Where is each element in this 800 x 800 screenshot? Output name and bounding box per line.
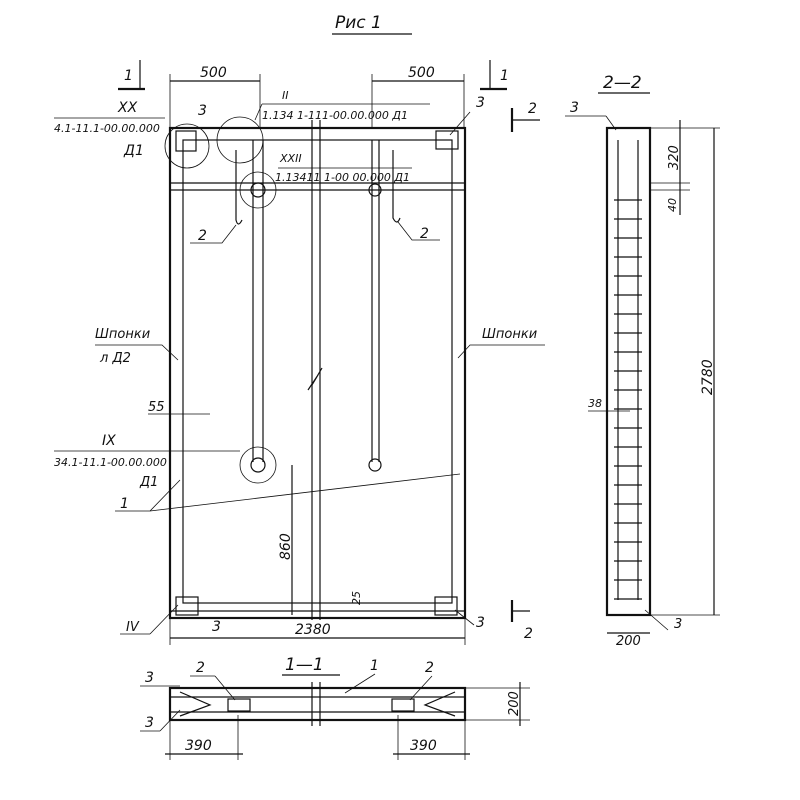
dim-390-right: 390 [410,738,437,754]
pos-3-s11-bottom: 3 [145,715,154,731]
keys-label-left: Шпонки [95,327,150,342]
leader [344,673,376,694]
callout-circle-xx [164,123,210,169]
panel-inner-frame [182,139,453,604]
leader [149,604,179,635]
callout-ii-numeral: II [282,89,289,102]
keys-label-right: Шпонки [482,327,537,342]
pos-3-top-left: 3 [198,103,207,119]
section-label-1-left: 1 [124,68,133,84]
dim-2780: 2780 [700,359,716,395]
right-loop-eye [368,458,382,472]
dim-200-s11: 200 [507,691,522,716]
callout-ix-ref: 34.1-11.1-00.00.000 [54,456,167,469]
right-loop-top [368,183,382,197]
section-label-2-top: 2 [528,101,537,117]
panel-outline [168,126,467,620]
right-hook [392,150,401,223]
dim-38: 38 [588,397,602,410]
leader [190,224,237,244]
break-mark [307,367,323,391]
callout-ii-ref: 1.134 1-111-00.00.000 Д1 [262,109,408,122]
pos-2-s11-right: 2 [425,660,434,676]
dim-200-section: 200 [616,634,641,649]
pos-1: 1 [120,496,129,512]
dim-500-right: 500 [408,65,435,81]
leader [409,675,433,701]
loop-detail-right [391,698,415,712]
callout-iv-numeral: IV [126,620,140,635]
pos-3-section-top: 3 [570,100,579,116]
stirrups [614,199,642,600]
section-2-2-title: 2—2 [603,73,642,93]
dim-500-left: 500 [200,65,227,81]
section-label-2-bottom: 2 [524,626,533,642]
corner-detail-tr [435,130,459,150]
callout-ix-sheet: Д1 [139,475,158,490]
corner-detail-tl [175,130,197,152]
main-panel-view: 1 1 2 2 500 500 XX 4.1-11.1-00.00.000 Д1… [54,60,545,645]
keys-label-left-sub: л Д2 [99,351,131,366]
pos-2-right: 2 [420,226,429,242]
pos-3-top-right: 3 [476,95,485,111]
leader [95,344,179,361]
section-2-2-view: 2—2 3 320 40 2780 38 200 3 [565,73,720,649]
leader [115,473,461,512]
dim-55: 55 [148,400,165,415]
callout-circle-ii [216,116,264,164]
leader [644,609,669,631]
corner-detail-br [434,596,458,616]
callout-xx-numeral: XX [117,100,138,116]
pos-1-s11: 1 [370,658,379,674]
leader [457,344,545,359]
leader [449,111,471,136]
callout-xxii-ref: 1.13411 1-00 00.000 Д1 [275,171,410,184]
leader [149,479,181,512]
end-detail-right [423,691,456,717]
leader [605,115,617,131]
dim-320: 320 [667,145,682,170]
end-detail-left [179,691,212,717]
pos-3-bottom-right: 3 [476,615,485,631]
pos-3-s11-top: 3 [145,670,154,686]
dim-390-left: 390 [185,738,212,754]
callout-circle-xxii [239,171,277,209]
left-loop-eye [250,457,266,473]
section-1-1-title: 1—1 [285,655,324,675]
left-hook [235,150,243,225]
leader [214,675,236,701]
section-1-1-outline [168,686,467,722]
callout-ix-numeral: IX [102,433,116,449]
leader [397,221,440,241]
dim-40: 40 [666,198,679,212]
callout-xx-ref: 4.1-11.1-00.00.000 [54,122,160,135]
figure-title: Рис 1 [335,13,382,33]
dim-25: 25 [350,591,363,605]
dim-2380: 2380 [295,622,331,638]
pos-3-bottom-left: 3 [212,619,221,635]
pos-2-left: 2 [198,228,207,244]
callout-xxii-numeral: XXII [279,152,302,165]
leader [254,103,263,121]
leader [454,609,475,626]
left-loop-top [250,182,266,198]
dim-860: 860 [278,533,294,560]
section-2-2-outline [605,126,652,617]
section-label-1-right: 1 [500,68,509,84]
pos-2-s11-left: 2 [196,660,205,676]
pos-3-section-bottom: 3 [674,617,682,632]
corner-detail-bl [175,596,199,616]
loop-detail-left [227,698,251,712]
callout-circle-ix [239,446,277,484]
section-1-1-view: 1—1 3 3 2 1 2 200 390 390 [140,655,530,760]
callout-xx-sheet: Д1 [123,143,144,159]
